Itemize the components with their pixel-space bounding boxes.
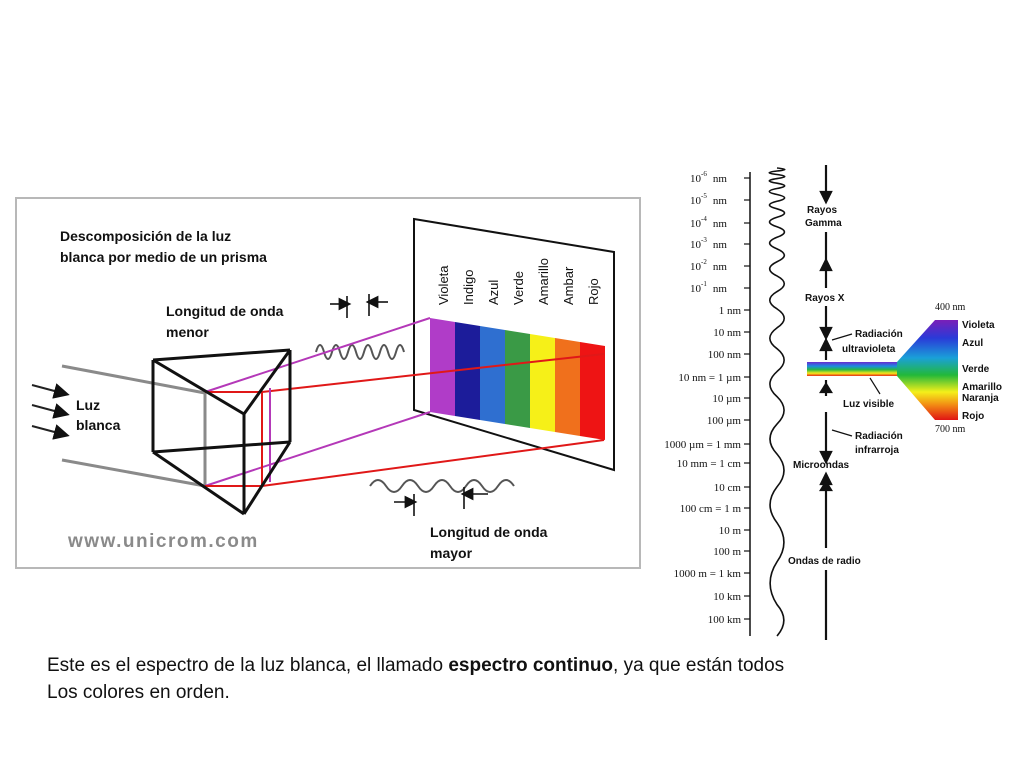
scale-label: 100 nm <box>708 349 742 361</box>
long-wave-label-line2: mayor <box>430 545 473 561</box>
ir-leader <box>831 429 853 437</box>
ir-label-line1: Radiación <box>855 431 903 442</box>
scale-label: 10 nm <box>713 327 741 339</box>
caption-line2: Los colores en orden. <box>47 682 230 703</box>
radio-label: Ondas de radio <box>788 556 861 567</box>
nm700-label: 700 nm <box>935 424 966 435</box>
spectrum-label-verde: Verde <box>511 271 526 305</box>
em-wave <box>768 167 786 637</box>
white-light-label-line1: Luz <box>76 397 100 413</box>
dispersed-rays <box>204 317 605 487</box>
spectrum-bar-verde <box>505 330 530 428</box>
visible-color-label-naranja: Naranja <box>962 393 999 404</box>
visible-label: Luz visible <box>843 399 895 410</box>
uv-leader <box>831 333 853 341</box>
scale-label: 100 m <box>713 546 741 558</box>
xray-label: Rayos X <box>805 293 845 304</box>
short-wave-marker <box>330 294 388 318</box>
region-arrows <box>819 165 833 640</box>
spectrum-bar-rojo <box>580 342 605 440</box>
white-light-label-line2: blanca <box>76 417 121 433</box>
prism-title-line2: blanca por medio de un prisma <box>60 249 267 265</box>
spectrum-label-ambar: Ambar <box>561 266 576 305</box>
scale-label: 10 km <box>713 591 741 603</box>
spectrum-bar-violeta <box>430 318 455 416</box>
scale-label: 1000 µm = 1 mm <box>664 439 741 451</box>
spectrum-labels: Violeta Indigo Azul Verde Amarillo Ambar Rojo <box>436 258 601 305</box>
scale-label: 100 cm = 1 m <box>680 503 742 515</box>
spectrum-label-azul: Azul <box>486 280 501 305</box>
nm400-label: 400 nm <box>935 302 966 313</box>
scale-label: 100 km <box>708 614 742 626</box>
uv-label-line1: Radiación <box>855 329 903 340</box>
gamma-label-line2: Gamma <box>805 218 842 229</box>
prism <box>151 348 292 516</box>
scale-label: 10 m <box>719 525 742 537</box>
spectrum-label-rojo: Rojo <box>586 278 601 305</box>
ir-label-line2: infrarroja <box>855 445 899 456</box>
prism-title-line1: Descomposición de la luz <box>60 228 231 244</box>
visible-band <box>807 362 897 376</box>
scale-label: 10 nm = 1 µm <box>678 372 741 384</box>
incoming-beams <box>61 364 207 488</box>
scale-label: 10 µm <box>712 393 741 405</box>
spectrum-bar-ambar <box>555 338 580 436</box>
scale-label: 10 mm = 1 cm <box>677 458 742 470</box>
spectrum-label-violeta: Violeta <box>436 265 451 305</box>
spectrum-label-amarillo: Amarillo <box>536 258 551 305</box>
short-wave-label-line1: Longitud de onda <box>166 303 284 319</box>
prism-diagram: Descomposición de la luz blanca por medi… <box>15 197 641 569</box>
caption: Este es el espectro de la luz blanca, el… <box>47 652 1007 706</box>
watermark: www.unicrom.com <box>67 531 259 552</box>
visible-color-label-rojo: Rojo <box>962 411 984 422</box>
short-wave-label-line2: menor <box>166 324 209 340</box>
visible-color-label-azul: Azul <box>962 338 983 349</box>
long-wave-squiggle <box>369 479 515 493</box>
white-light-arrows <box>31 383 70 440</box>
visible-fan <box>897 320 958 420</box>
scale-label: 100 µm <box>707 415 742 427</box>
visible-color-label-violeta: Violeta <box>962 320 995 331</box>
caption-part1: Este es el espectro de la luz blanca, el… <box>47 655 449 676</box>
long-wave-label-line1: Longitud de onda <box>430 524 548 540</box>
spectrum-bars <box>430 318 605 440</box>
caption-part2: , ya que están todos <box>613 655 785 676</box>
microwave-label: Microondas <box>793 460 850 471</box>
short-wave-squiggle <box>315 344 405 360</box>
caption-bold: espectro continuo <box>448 655 614 676</box>
visible-color-label-verde: Verde <box>962 364 990 375</box>
visible-leader <box>869 377 881 395</box>
scale-label: 1000 m = 1 km <box>674 568 742 580</box>
spectrum-bar-amarillo <box>530 334 555 432</box>
spectrum-bar-azul <box>480 326 505 424</box>
visible-color-label-amarillo: Amarillo <box>962 382 1002 393</box>
spectrum-label-indigo: Indigo <box>461 270 476 305</box>
long-wave-marker <box>394 487 488 516</box>
scale-label: 10 cm <box>714 482 742 494</box>
scale-label: 1 nm <box>719 305 742 317</box>
uv-label-line2: ultravioleta <box>842 344 896 355</box>
gamma-label-line1: Rayos <box>807 205 837 216</box>
spectrum-bar-indigo <box>455 322 480 420</box>
